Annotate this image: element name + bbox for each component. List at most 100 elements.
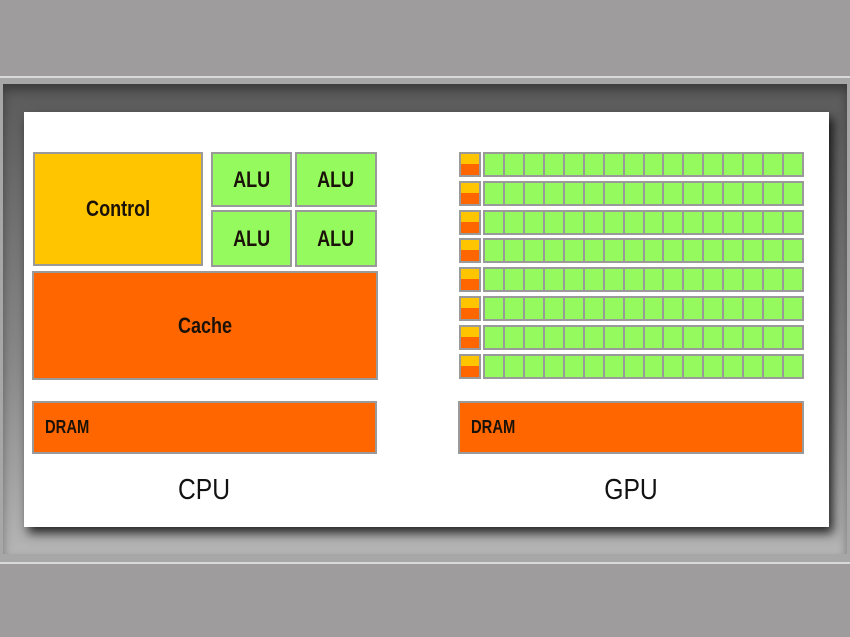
gpu-alu-cell bbox=[744, 269, 763, 291]
gpu-alu-cell bbox=[764, 269, 783, 291]
gpu-alu-cell bbox=[764, 355, 783, 377]
gpu-row bbox=[459, 152, 804, 177]
gpu-alu-cell bbox=[724, 269, 743, 291]
gpu-alu-cell bbox=[504, 326, 523, 348]
gpu-control-unit bbox=[461, 154, 479, 164]
gpu-alu-cell bbox=[624, 154, 643, 175]
gpu-alu-cell bbox=[764, 240, 783, 262]
gpu-alu-cell bbox=[684, 211, 703, 233]
gpu-cache-unit bbox=[461, 192, 479, 204]
gpu-alu-cell bbox=[664, 326, 683, 348]
gpu-alu-strip bbox=[483, 353, 804, 379]
gpu-alu-cell bbox=[724, 211, 743, 233]
gpu-alu-cell bbox=[544, 269, 563, 291]
gpu-alu-cell bbox=[564, 240, 583, 262]
gpu-alu-cell bbox=[644, 326, 663, 348]
gpu-alu-cell bbox=[644, 211, 663, 233]
gpu-control-unit bbox=[461, 326, 479, 337]
gpu-alu-cell bbox=[664, 355, 683, 377]
gpu-alu-cell bbox=[584, 182, 603, 204]
gpu-cache-unit bbox=[461, 336, 479, 348]
gpu-row bbox=[459, 238, 804, 264]
gpu-alu-cell bbox=[704, 182, 723, 204]
gpu-alu-cell bbox=[485, 298, 503, 319]
gpu-alu-cell bbox=[644, 154, 663, 175]
gpu-alu-cell bbox=[764, 326, 783, 348]
gpu-alu-cell bbox=[644, 269, 663, 291]
gpu-alu-cell bbox=[764, 211, 783, 233]
gpu-alu-cell bbox=[624, 298, 643, 319]
gpu-alu-cell bbox=[504, 269, 523, 291]
cpu-alu-block: ALU bbox=[211, 152, 292, 207]
gpu-alu-cell bbox=[724, 326, 743, 348]
gpu-alu-cell bbox=[524, 355, 543, 377]
gpu-alu-cell bbox=[504, 298, 523, 319]
gpu-alu-cell bbox=[744, 355, 763, 377]
gpu-row bbox=[459, 296, 804, 321]
gpu-alu-cell bbox=[604, 154, 623, 175]
gpu-alu-cell bbox=[524, 269, 543, 291]
gpu-cache-unit bbox=[461, 250, 479, 262]
gpu-alu-cell bbox=[564, 211, 583, 233]
gpu-dram-block: DRAM bbox=[458, 401, 804, 454]
gpu-alu-cell bbox=[485, 154, 503, 175]
gpu-row-control-cache bbox=[459, 152, 481, 177]
gpu-alu-cell bbox=[684, 182, 703, 204]
dram-label: DRAM bbox=[471, 417, 516, 437]
gpu-alu-cell bbox=[704, 298, 723, 319]
gpu-alu-cell bbox=[664, 240, 683, 262]
gpu-alu-cell bbox=[524, 240, 543, 262]
gpu-alu-cell bbox=[485, 240, 503, 262]
gpu-row-control-cache bbox=[459, 296, 481, 321]
gpu-alu-cell bbox=[644, 240, 663, 262]
gpu-alu-cell bbox=[485, 326, 503, 348]
gpu-alu-cell bbox=[485, 355, 503, 377]
gpu-row bbox=[459, 209, 804, 235]
gpu-alu-cell bbox=[744, 240, 763, 262]
gpu-alu-cell bbox=[564, 355, 583, 377]
gpu-alu-cell bbox=[584, 154, 603, 175]
gpu-alu-cell bbox=[684, 269, 703, 291]
gpu-alu-cell bbox=[704, 240, 723, 262]
control-label: Control bbox=[85, 196, 151, 221]
gpu-alu-cell bbox=[644, 182, 663, 204]
gpu-alu-cell bbox=[544, 326, 563, 348]
gpu-row-control-cache bbox=[459, 353, 481, 379]
gpu-control-unit bbox=[461, 240, 479, 251]
gpu-alu-cell bbox=[744, 211, 763, 233]
gpu-alu-cell bbox=[584, 298, 603, 319]
gpu-alu-cell bbox=[485, 269, 503, 291]
alu-label: ALU bbox=[317, 225, 355, 251]
gpu-row-control-cache bbox=[459, 267, 481, 293]
gpu-alu-cell bbox=[604, 355, 623, 377]
gpu-alu-cell bbox=[504, 355, 523, 377]
gpu-alu-cell bbox=[684, 355, 703, 377]
gpu-alu-cell bbox=[724, 154, 743, 175]
dram-label: DRAM bbox=[45, 417, 90, 437]
gpu-alu-cell bbox=[544, 211, 563, 233]
gpu-alu-cell bbox=[684, 240, 703, 262]
gpu-alu-cell bbox=[784, 211, 802, 233]
gpu-alu-cell bbox=[564, 326, 583, 348]
gpu-alu-cell bbox=[564, 298, 583, 319]
gpu-alu-cell bbox=[524, 154, 543, 175]
gpu-alu-cell bbox=[604, 182, 623, 204]
gpu-alu-strip bbox=[483, 296, 804, 321]
gpu-alu-cell bbox=[664, 182, 683, 204]
gpu-title: GPU bbox=[604, 474, 658, 506]
gpu-alu-cell bbox=[744, 182, 763, 204]
gpu-alu-cell bbox=[524, 326, 543, 348]
gpu-alu-cell bbox=[744, 154, 763, 175]
gpu-alu-cell bbox=[684, 154, 703, 175]
gpu-alu-cell bbox=[584, 326, 603, 348]
gpu-cache-unit bbox=[461, 365, 479, 377]
gpu-cache-unit bbox=[461, 308, 479, 319]
gpu-alu-cell bbox=[784, 298, 802, 319]
cpu-alu-block: ALU bbox=[295, 210, 377, 267]
gpu-alu-cell bbox=[564, 154, 583, 175]
gpu-alu-cell bbox=[564, 182, 583, 204]
gpu-alu-cell bbox=[624, 326, 643, 348]
gpu-alu-cell bbox=[544, 182, 563, 204]
gpu-alu-cell bbox=[684, 326, 703, 348]
gpu-alu-cell bbox=[784, 182, 802, 204]
